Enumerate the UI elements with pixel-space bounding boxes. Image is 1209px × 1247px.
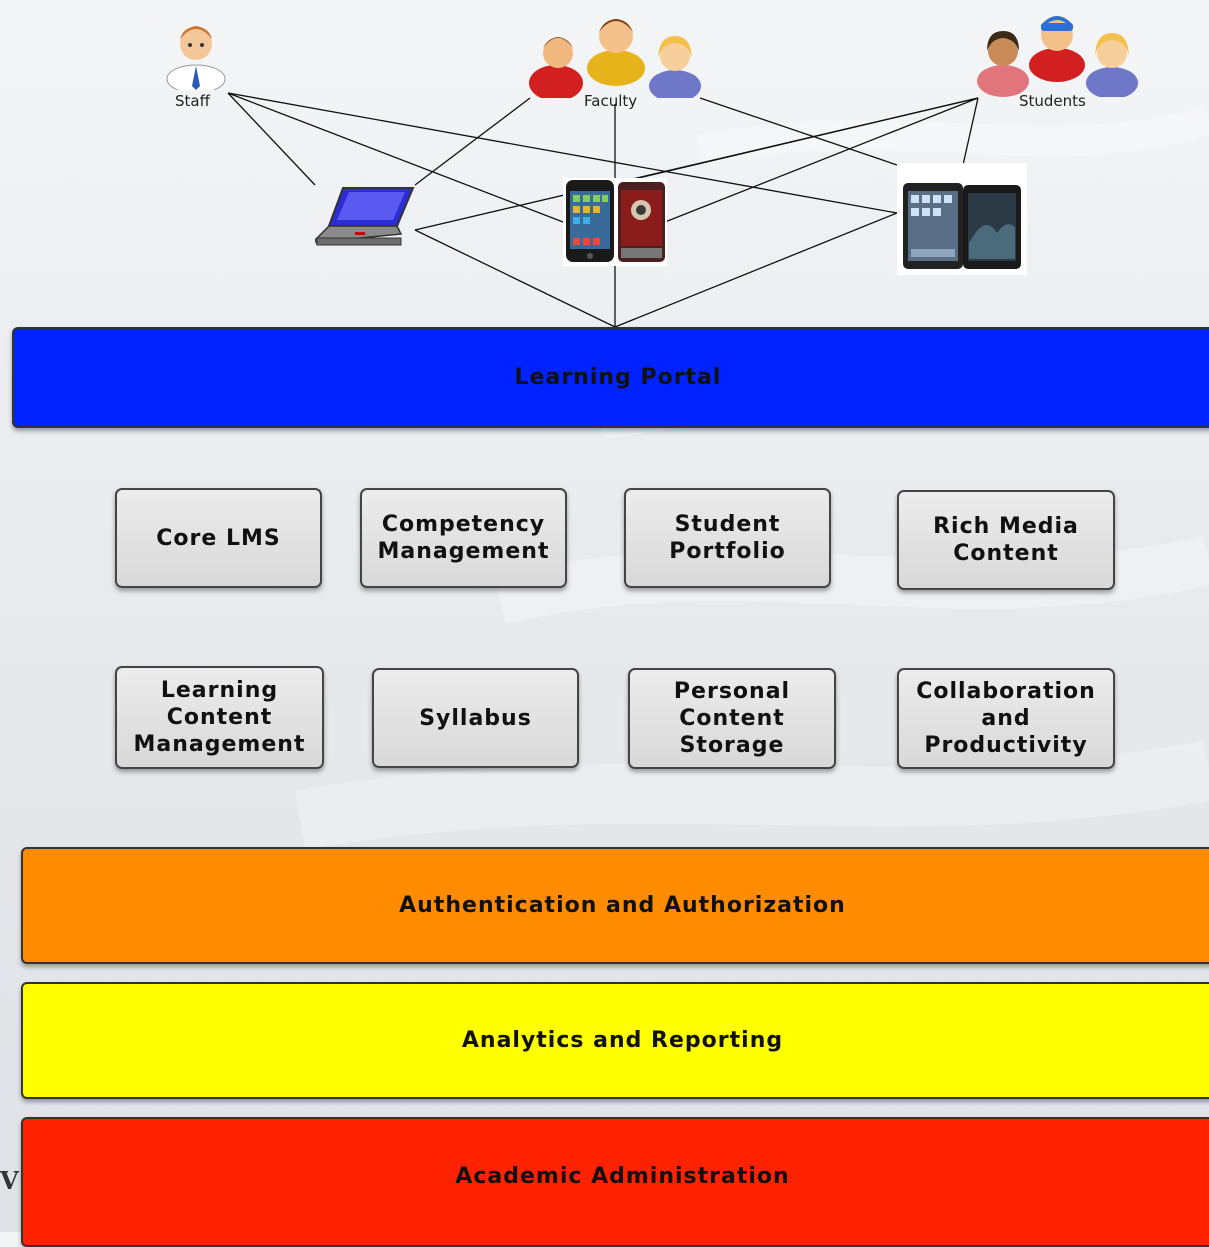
module-syllabus: Syllabus (372, 668, 579, 768)
module-label: Personal Content Storage (673, 679, 791, 758)
academic-administration-label: Academic Administration (455, 1163, 790, 1189)
module-label: Syllabus (419, 705, 532, 731)
actor-label-faculty: Faculty (584, 92, 638, 110)
module-core-lms: Core LMS (115, 488, 322, 588)
actor-label-staff: Staff (175, 92, 210, 110)
learning-portal-band: Learning Portal (12, 327, 1209, 428)
authentication-band: Authentication and Authorization (21, 847, 1209, 964)
cropped-edge-text: V (0, 1166, 19, 1195)
learning-portal-label: Learning Portal (514, 365, 722, 390)
smartphones-icon (563, 178, 667, 266)
students-group-icon (977, 16, 1138, 97)
module-student-portfolio: Student Portfolio (624, 488, 831, 588)
module-learning-content-management: Learning Content Management (115, 666, 324, 769)
module-label: Collaboration and Productivity (916, 679, 1096, 758)
module-collaboration-and-productivity: Collaboration and Productivity (897, 668, 1115, 769)
module-label: Learning Content Management (133, 678, 306, 757)
analytics-label: Analytics and Reporting (461, 1028, 784, 1053)
actor-label-students: Students (1019, 92, 1086, 110)
laptop-icon (315, 187, 415, 246)
module-competency-management: Competency Management (360, 488, 567, 588)
analytics-band: Analytics and Reporting (21, 982, 1209, 1099)
module-label: Core LMS (156, 525, 281, 551)
faculty-group-icon (529, 19, 701, 98)
module-label: Rich Media Content (933, 514, 1079, 566)
authentication-label: Authentication and Authorization (399, 893, 846, 918)
tablets-icon (897, 163, 1027, 275)
module-label: Student Portfolio (669, 512, 786, 564)
module-personal-content-storage: Personal Content Storage (628, 668, 836, 769)
staff-person-icon (166, 26, 226, 90)
connection-lines (227, 92, 979, 328)
module-rich-media-content: Rich Media Content (897, 490, 1115, 590)
module-label: Competency Management (377, 512, 550, 564)
academic-administration-band: Academic Administration (21, 1117, 1209, 1247)
